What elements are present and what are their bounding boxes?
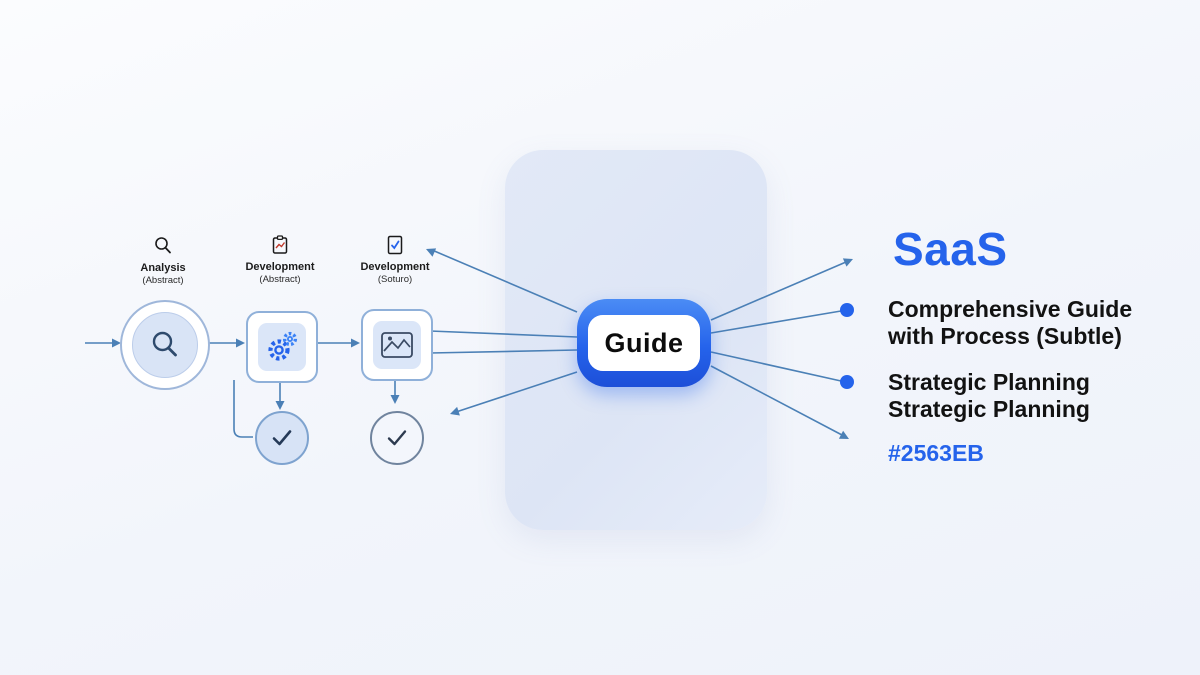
- bullet-dot-2: [840, 375, 854, 389]
- step-label-line1: Development: [245, 261, 315, 273]
- development-image-node: [361, 309, 433, 381]
- guide-button[interactable]: Guide: [577, 299, 711, 387]
- bullet-dot-1: [840, 303, 854, 317]
- arrowhead-gear: [236, 338, 245, 348]
- step-label-line2: (Abstract): [259, 274, 301, 285]
- para1-line1: Comprehensive Guide: [888, 296, 1133, 322]
- checkmark-icon: [387, 430, 407, 446]
- step-header-development-2: Development (Soturo): [340, 232, 450, 286]
- hex-color-code: #2563EB: [888, 440, 984, 466]
- image-to-guide-bottom-line: [429, 349, 578, 354]
- step-label-line2: (Abstract): [142, 275, 184, 286]
- guide-right-line4: [710, 365, 843, 436]
- arrowhead-check2-top: [390, 395, 400, 404]
- para2-line1: Strategic Planning: [888, 369, 1090, 395]
- guide-to-check2-line: [455, 371, 578, 413]
- document-check-icon: [383, 232, 407, 258]
- magnifier-large-icon: [152, 331, 177, 357]
- guide-button-label: Guide: [604, 327, 684, 358]
- arrowhead-entry: [112, 338, 121, 348]
- para2-line2: Strategic Planning: [888, 396, 1090, 422]
- development-gear-node: [246, 311, 318, 383]
- step-label-line1: Analysis: [140, 262, 186, 274]
- arrowhead-right-up: [842, 258, 853, 267]
- saas-title: SaaS: [893, 223, 1008, 275]
- step-header-analysis: Analysis (Abstract): [108, 233, 218, 287]
- image-to-guide-top-line: [429, 330, 578, 338]
- guide-to-docicon-line: [431, 249, 578, 313]
- image-node-inner: [373, 321, 421, 369]
- step-label-line1: Development: [360, 261, 430, 273]
- arrowhead-right-down: [838, 430, 849, 439]
- analysis-node: [120, 300, 210, 390]
- arrowhead-check1: [275, 401, 285, 410]
- arrowhead-docicon: [426, 248, 437, 257]
- guide-right-line3: [710, 351, 842, 382]
- para1-line2: with Process (Subtle): [888, 323, 1122, 349]
- magnifier-icon: [151, 233, 175, 259]
- checkmark-icon: [272, 430, 292, 446]
- comprehensive-guide-text: Comprehensive Guide with Process (Subtle…: [888, 296, 1132, 350]
- guide-button-face: Guide: [588, 315, 700, 371]
- clipboard-chart-icon: [268, 232, 292, 258]
- picture-icon: [381, 332, 413, 358]
- guide-right-line1: [710, 261, 847, 321]
- check-node-2: [370, 411, 424, 465]
- guide-right-line2: [710, 310, 842, 334]
- arrowhead-check2: [450, 406, 460, 416]
- analysis-node-inner: [132, 312, 198, 378]
- step-header-development-1: Development (Abstract): [225, 232, 335, 286]
- branch-to-check1-line: [233, 380, 253, 438]
- gears-icon: [268, 331, 298, 361]
- strategic-planning-text: Strategic Planning Strategic Planning: [888, 369, 1090, 423]
- arrowhead-image: [351, 338, 360, 348]
- check-node-1: [255, 411, 309, 465]
- step-label-line2: (Soturo): [377, 274, 413, 285]
- gear-node-inner: [258, 323, 306, 371]
